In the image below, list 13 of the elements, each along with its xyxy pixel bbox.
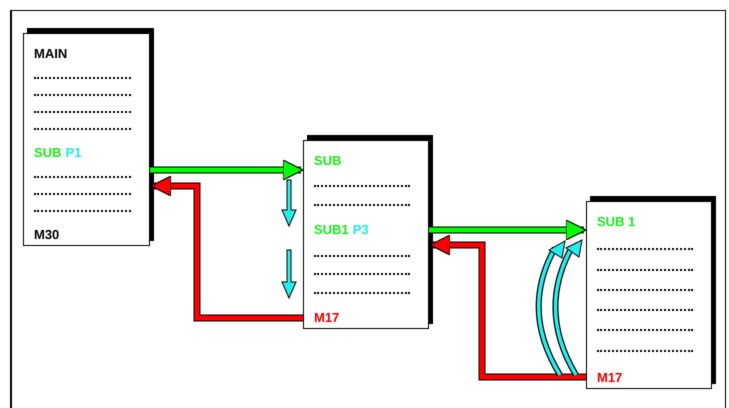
code-label: SUB 1 <box>597 214 636 230</box>
code-label: SUB <box>314 153 342 169</box>
program-page <box>586 201 712 389</box>
code-label: M17 <box>597 370 622 386</box>
code-label: MAIN <box>34 46 68 62</box>
program-page <box>23 33 150 246</box>
code-label: SUB1 <box>314 222 349 238</box>
code-label: P1 <box>65 145 82 161</box>
code-label: P3 <box>352 222 369 238</box>
program-page <box>303 140 429 329</box>
code-label: M30 <box>34 227 60 243</box>
code-label: M17 <box>314 310 340 326</box>
code-label: SUB <box>34 145 62 161</box>
